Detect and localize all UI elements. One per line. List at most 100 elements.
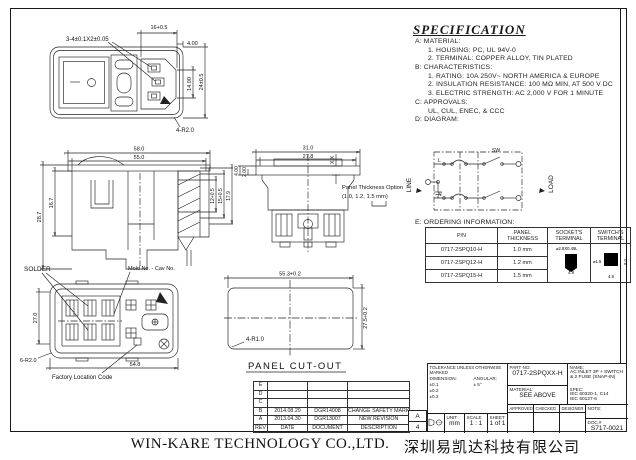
switch-terminal-cell: ⌀1.5 4.6 8.0 [590, 243, 631, 283]
part-no-label: PART NO: [509, 365, 531, 370]
note-cell: NOTE: [586, 405, 628, 418]
spec-line1: IEC 60320-1, C14 [570, 392, 609, 397]
mid-view-outline [255, 154, 361, 252]
rev-date [267, 381, 308, 391]
mid-dim-4: 4.00 [234, 166, 240, 176]
rev-header-rev: REV [253, 423, 268, 433]
cutout-dim-27-5: 27.5+0.2 [363, 307, 369, 329]
unit-label: UNIT [446, 415, 458, 420]
spec-label: SPEC: [569, 387, 584, 392]
socket-dim-bottom: 4.8 [568, 270, 574, 275]
tolerance-dim-label: DIMENSION: [429, 376, 457, 381]
ordering-col-panel-l1: PANEL [513, 229, 532, 236]
spec-line: D: DIAGRAM: [415, 116, 459, 124]
spec-line: 1. RATING: 10A 250V~ NORTH AMERICA & EUR… [428, 72, 600, 80]
rev-desc [346, 381, 411, 391]
rev-letter: E [253, 381, 268, 391]
rev-date [267, 389, 308, 399]
part-no-value: 0717-2SPQXX-H [512, 370, 563, 377]
rev-desc [346, 398, 411, 408]
tolerance-ang-label: ANGULAR: [473, 376, 498, 381]
switch-dim-right: 8.0 [623, 258, 628, 264]
doc-cell: DOC.# S717-0021 [586, 418, 628, 433]
sheet-border-inner-line [620, 8, 621, 432]
specification-block: SPECIFICATION A: MATERIAL: 1. HOUSING: P… [402, 22, 634, 125]
ordering-col-panel: PANEL THICKNESS [497, 227, 548, 244]
rear-mold-label: Mold No. - Cav No. [128, 266, 175, 272]
tolerance-title: TOLERANCE UNLESS OTHERWISE MARKED [429, 365, 502, 375]
rear-solder-label: SOLDER [24, 266, 51, 273]
spec-line: B: CHARACTERISTICS: [415, 64, 493, 72]
ordering-table: P/N PANEL THICKNESS SOCKET'S TERMINAL SW… [425, 227, 631, 283]
front-dim-24: 24±0.5 [199, 74, 205, 91]
side-dim-17-9: 17.9 [226, 191, 232, 201]
scale-label: SCALE [466, 415, 482, 420]
ordering-col-socket-l1: SOCKET'S [555, 229, 583, 236]
rev-date [267, 398, 308, 408]
side-dim-55: 55.0 [134, 155, 145, 161]
side-dim-12: 12+0.5 [210, 188, 216, 204]
rev-header-doc: DOCUMENT [307, 423, 348, 433]
ordering-col-switch-l1: SWITCH'S [597, 229, 624, 236]
rev-desc [346, 389, 411, 399]
side-dim-28-7: 28.7 [37, 212, 43, 223]
rev-date: 2014.08.20 [267, 406, 308, 416]
approved-label: APPROVED [508, 406, 533, 413]
ordering-thickness-cell: 1.2 mm [497, 256, 548, 270]
ordering-col-switch-l2: TERMINAL [596, 235, 625, 242]
third-angle-projection-icon [428, 418, 443, 427]
mid-panel-note-1: Panel Thickness Option [342, 185, 403, 191]
front-dim-16: 16+0.5 [151, 25, 168, 31]
rear-view-drawing: SOLDER Mold No. - Cav No. 27.0 54.8 6-R2… [20, 266, 179, 381]
rev-doc [307, 389, 348, 399]
rev-header-date: DATE [267, 423, 308, 433]
side-view-drawing: 58.0 55.0 16.7 28.7 12+0.5 15+0.5 17.9 [37, 147, 243, 270]
rev-desc: CHANGE SAFETY MARK [346, 406, 411, 416]
ordering-thickness-cell: 1.0 mm [497, 243, 548, 257]
spec-line: 2. INSULATION RESISTANCE: 100 MΩ MIN, AT… [428, 81, 613, 89]
designer-cell: DESIGNER [560, 405, 586, 433]
socket-dim-top: ⌀2.8X0.45L [556, 246, 578, 251]
tolerance-ang: ± 5° [473, 382, 482, 387]
rev-letter: B [253, 406, 268, 416]
side-dim-15: 15+0.5 [218, 188, 224, 204]
doc-number: S717-0021 [590, 425, 624, 432]
panel-cutout-drawing: 55.3+0.2 27.5+0.2 4-R1.0 PANEL CUT-OUT [224, 272, 369, 373]
side-view-outline [67, 156, 211, 270]
rev-letter: D [253, 389, 268, 399]
rev-date: 2013.04.30 [267, 415, 308, 425]
mid-view-dimensions: 31.0 27.8 4.00 2.00 X.X Panel Thickness … [234, 146, 403, 207]
part-no-cell: PART NO: 0717-2SPQXX-H [508, 364, 568, 386]
socket-terminal-drawing: ⌀2.8X0.45L 4.8 [556, 246, 578, 275]
rev-header-desc: DESCRIPTION [346, 423, 411, 433]
spec-line: 3. ELECTRIC STRENGTH: AC 2,000 V FOR 1 M… [428, 90, 604, 98]
circuit-n-label: N [438, 192, 442, 198]
company-name-cn: 深圳易凯达科技有限公司 [404, 440, 581, 456]
switch-dim-hole: ⌀1.5 [593, 259, 602, 264]
front-dim-14: 14.00 [187, 77, 193, 91]
switch-terminal-drawing: ⌀1.5 4.6 8.0 [593, 253, 628, 279]
scale-cell: SCALE 1 : 1 [465, 414, 488, 433]
name-line1: AC INLET 3P + SWITCH [570, 370, 624, 375]
mid-dim-31: 31.0 [303, 146, 314, 152]
mid-dim-xx: X.X [330, 155, 336, 164]
cutout-corner-note: 4-R1.0 [246, 337, 265, 343]
mid-dim-2: 2.00 [242, 167, 248, 177]
ordering-col-panel-l2: THICKNESS [507, 235, 538, 242]
designer-label: DESIGNER [560, 406, 585, 413]
ordering-col-socket-l2: TERMINAL [555, 235, 583, 242]
circuit-diagram: LINE LOAD L N SW [406, 148, 555, 211]
side-view-dimensions: 58.0 55.0 16.7 28.7 12+0.5 15+0.5 17.9 [37, 147, 233, 270]
paper-size-cell: A 4 [408, 410, 427, 432]
name-label: NAME: [569, 365, 585, 370]
cutout-dimensions: 55.3+0.2 27.5+0.2 4-R1.0 PANEL CUT-OUT [228, 272, 369, 373]
title-block: TOLERANCE UNLESS OTHERWISE MARKED DIMENS… [427, 363, 628, 433]
rev-letter: C [253, 398, 268, 408]
sheet-label: SHEET [489, 415, 505, 420]
circuit-load-label: LOAD [548, 175, 555, 193]
spec-line: C: APPROVALS: [415, 98, 468, 106]
tolerance-3: ±0.3 [429, 394, 439, 399]
front-view-drawing: 3-4±0.1X2±0.05 16+0.5 4.00 14.00 24±0.5 … [49, 25, 208, 134]
material-label: MATERIAL: [509, 387, 534, 392]
